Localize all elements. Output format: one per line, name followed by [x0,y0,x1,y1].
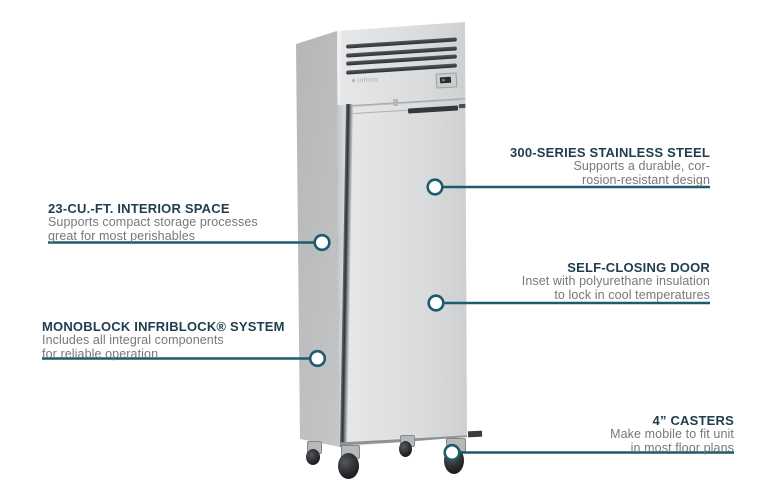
refrigerator-illustration: ❖infrico [290,15,490,495]
callout-subtitle-line: great for most perishables [48,228,196,243]
callout-subtitle-line: Supports a durable, cor- [573,159,710,173]
door-hinge [407,105,459,114]
vent-slat [346,62,457,74]
callout-self-closing-door: SELF-CLOSING DOOR Inset with polyurethan… [522,261,710,302]
callout-subtitle-line: in most floor plans [630,440,734,455]
callout-subtitle-line: Inset with polyurethane insulation [521,274,710,288]
door-latch-tab [393,99,398,106]
refrigerator-front-panel: ❖infrico [337,22,467,447]
callout-title: SELF-CLOSING DOOR [567,260,710,275]
callout-stainless-steel: 300-SERIES STAINLESS STEEL Supports a du… [510,146,710,187]
door-hinge-cap [458,103,467,109]
callout-subtitle-line: Make mobile to fit unit [610,427,734,441]
callout-title: MONOBLOCK INFRIBLOCK® SYSTEM [42,319,285,334]
brand-logo-icon: ❖ [350,78,357,85]
temperature-display [435,72,458,89]
caster-wheel-front-left [338,453,359,479]
callout-title: 4” CASTERS [652,413,734,428]
caster-wheel-back-left [306,449,320,465]
callout-subtitle-line: Supports compact storage processes [48,215,258,229]
temperature-display-screen [439,76,452,84]
door-frame-edge [337,105,346,447]
caster-wheel-back-right [399,441,412,457]
brand-logo-text: infrico [357,76,379,85]
callout-subtitle-line: for reliable operation [42,346,159,361]
callout-title: 300-SERIES STAINLESS STEEL [509,145,710,160]
callout-subtitle-line: Includes all integral components [42,333,224,347]
brand-logo: ❖infrico [351,76,379,84]
rear-base-corner [467,430,483,438]
caster-wheel-front-right [444,447,464,474]
callout-subtitle-line: to lock in cool temperatures [554,287,710,302]
callout-title: 23-CU.-FT. INTERIOR SPACE [48,201,230,216]
callout-subtitle-line: rosion-resistant design [581,172,710,187]
callout-casters: 4” CASTERS Make mobile to fit unit in mo… [610,414,734,455]
callout-interior-space: 23-CU.-FT. INTERIOR SPACE Supports compa… [48,202,258,243]
callout-monoblock-system: MONOBLOCK INFRIBLOCK® SYSTEM Includes al… [42,320,285,361]
